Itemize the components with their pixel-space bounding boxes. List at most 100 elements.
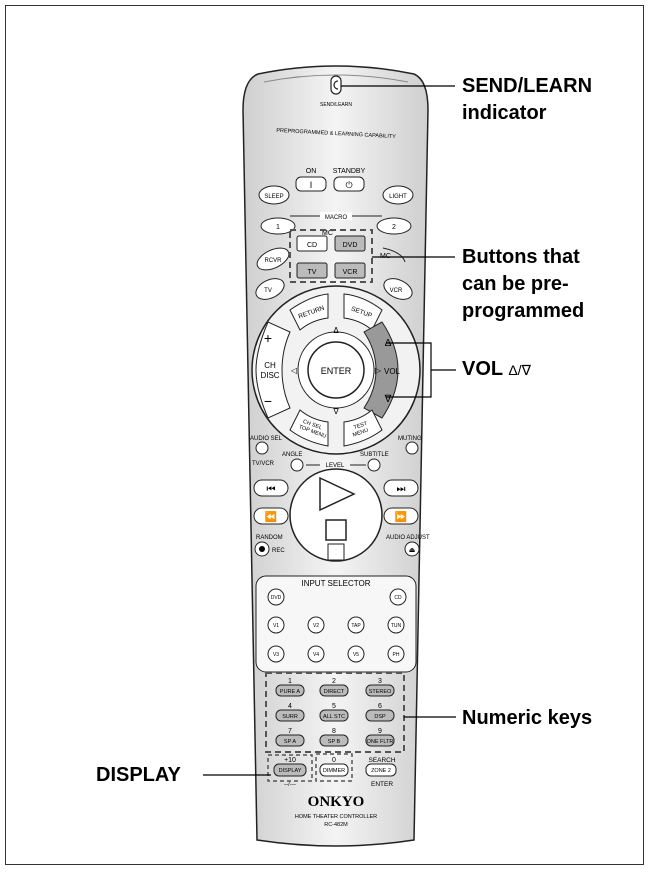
next-button[interactable] [383,479,419,497]
svg-text:V4: V4 [313,652,319,658]
svg-text:I: I [310,180,313,190]
preprogrammed-dashed-box [289,229,373,283]
vol-button[interactable] [363,321,399,419]
brand-logo: ONKYO [308,794,365,810]
svg-text:PH: PH [393,652,400,658]
svg-text:CD: CD [394,595,402,601]
rcvr-button[interactable] [254,244,292,275]
svg-text:SEARCH: SEARCH [368,757,395,764]
svg-text:REC: REC [272,548,285,554]
input-v2[interactable] [307,616,325,634]
play-icon[interactable] [319,476,356,512]
key-8[interactable] [319,734,349,747]
input-v5[interactable] [347,645,365,663]
svg-text:6: 6 [378,703,382,710]
input-v1[interactable] [267,616,285,634]
svg-text:--/---: --/--- [284,782,296,788]
input-dvd[interactable] [267,588,285,606]
fast-forward-icon: ⏩ [395,510,407,523]
svg-text:STEREO: STEREO [369,689,392,695]
prev-button[interactable] [253,479,289,497]
cd-button[interactable] [296,235,328,252]
macro-2-button[interactable] [376,217,412,235]
ch-down-icon: − [264,393,272,409]
vol-down-icon: ∇ [384,394,392,405]
svg-text:RCVR: RCVR [264,258,282,264]
key-7[interactable] [275,734,305,747]
angle-button[interactable] [290,458,304,472]
svg-text:DVD: DVD [271,595,282,601]
dimmer-key[interactable] [319,763,349,777]
svg-text:8: 8 [332,728,336,735]
svg-text:9: 9 [378,728,382,735]
callout-vol: VOL Δ/∇ [462,358,531,380]
return-button[interactable] [289,293,329,331]
pause-button[interactable] [327,543,345,561]
svg-text:TV: TV [308,269,317,276]
key-6[interactable] [365,709,395,722]
svg-text:SP A: SP A [284,739,296,745]
input-tun[interactable] [387,616,405,634]
ch-sel-button[interactable] [289,409,329,447]
fast-forward-button[interactable] [383,507,419,525]
send-learn-indicator [330,75,342,95]
callout-preprogrammed: Buttons that can be pre- programmed [462,246,585,322]
key-3[interactable] [365,684,395,697]
svg-text:7: 7 [288,728,292,735]
svg-text:DIMMER: DIMMER [323,768,345,774]
stop-icon[interactable] [325,519,347,541]
vcr-button[interactable] [334,262,366,279]
svg-text:DSP: DSP [374,714,386,720]
zone2-key[interactable] [365,763,397,777]
test-menu-button[interactable] [343,409,383,447]
key-5[interactable] [319,709,349,722]
prev-icon: ⏮ [267,484,276,495]
key-2[interactable] [319,684,349,697]
svg-text:AUDIO SEL: AUDIO SEL [250,436,283,442]
display-key[interactable] [273,763,307,777]
play-stop-ring [289,468,383,562]
key-1[interactable] [275,684,305,697]
svg-text:+10: +10 [284,757,296,764]
standby-button[interactable] [333,176,365,192]
key-9[interactable] [365,734,395,747]
figure-frame [5,5,644,865]
input-ph[interactable] [387,645,405,663]
svg-text:RC-482M: RC-482M [324,822,348,828]
input-tap[interactable] [347,616,365,634]
next-icon: ⏭ [397,484,406,495]
enter-button[interactable] [307,341,365,399]
rewind-button[interactable] [253,507,289,525]
subtitle-button[interactable] [367,458,381,472]
light-button[interactable] [382,185,414,205]
vcr-power-button[interactable] [381,275,416,304]
svg-text:MENU: MENU [352,427,369,438]
svg-text:VCR: VCR [343,269,358,276]
arrow-up-icon: Δ [333,326,339,335]
audio-sel-button[interactable] [255,441,269,455]
macro-1-button[interactable] [260,217,296,235]
svg-text:5: 5 [332,703,336,710]
svg-text:SUBTITLE: SUBTITLE [360,452,389,458]
numeric-keys-dashed-box [265,672,405,753]
key-4[interactable] [275,709,305,722]
on-button[interactable] [295,176,327,192]
tv-button[interactable] [296,262,328,279]
input-v3[interactable] [267,645,285,663]
dvd-button[interactable] [334,235,366,252]
svg-text:AUDIO ADJUST: AUDIO ADJUST [386,535,430,541]
ch-disc-button[interactable] [255,321,291,419]
svg-text:INPUT SELECTOR: INPUT SELECTOR [301,579,370,588]
sleep-button[interactable] [258,185,290,205]
tv-power-button[interactable] [253,275,288,304]
input-cd[interactable] [389,588,407,606]
svg-text:TEST: TEST [353,421,369,432]
input-v4[interactable] [307,645,325,663]
svg-text:SLEEP: SLEEP [264,194,283,200]
svg-text:V2: V2 [313,623,319,629]
svg-text:HOME THEATER CONTROLLER: HOME THEATER CONTROLLER [295,814,377,820]
muting-button[interactable] [405,441,419,455]
svg-text:V1: V1 [273,623,279,629]
eject-button[interactable] [404,541,420,557]
